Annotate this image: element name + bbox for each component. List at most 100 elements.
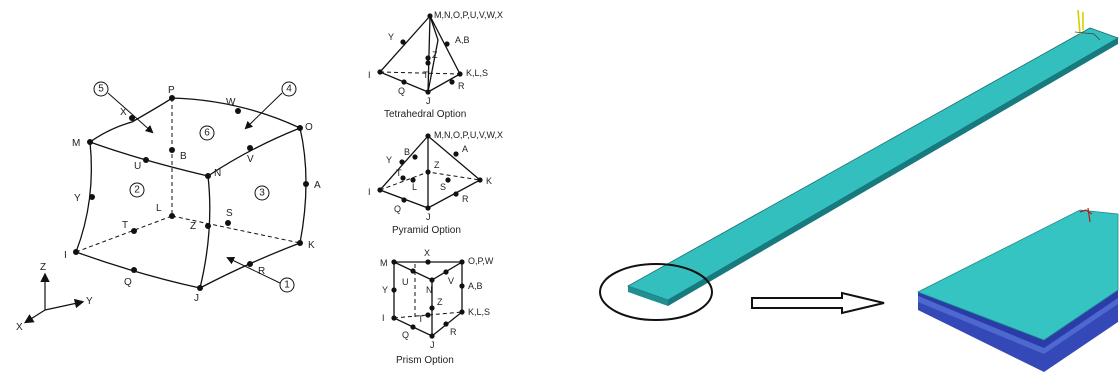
tetrahedral-option: M,N,O,P,U,V,W,X Y A,B Z I T K,L,S R Q J …	[368, 10, 503, 120]
label-t: T	[122, 220, 128, 231]
label-x: X	[120, 107, 127, 118]
label-v: V	[247, 154, 254, 165]
svg-text:6: 6	[204, 128, 210, 139]
axis-z-label: Z	[40, 262, 46, 273]
prism-label-y: Y	[382, 285, 388, 295]
node-x	[129, 115, 135, 121]
node-v	[247, 145, 253, 151]
pyr-label-top: M,N,O,P,U,V,W,X	[434, 130, 503, 140]
node-b	[169, 147, 175, 153]
brick-element: P X W O M U B V N Y A L S T Z I Q J R K …	[16, 81, 321, 333]
zoomed-layered-corner	[917, 207, 1119, 372]
pyr-label-l: L	[412, 182, 417, 192]
node-u	[143, 157, 149, 163]
prism-label-v: V	[448, 276, 454, 286]
prism-label-ab: A,B	[468, 281, 483, 291]
axis-y-label: Y	[86, 296, 93, 307]
svg-text:1: 1	[284, 280, 290, 291]
label-y: Y	[74, 193, 81, 204]
pyr-label-q: Q	[394, 204, 401, 214]
prism-label-m: M	[380, 258, 388, 268]
prism-label-kls: K,L,S	[468, 307, 490, 317]
label-i: I	[64, 250, 67, 261]
coordinate-axes: Z Y X	[16, 262, 93, 333]
svg-text:2: 2	[134, 185, 140, 196]
tet-label-kls: K,L,S	[466, 68, 488, 78]
hollow-arrow-icon	[751, 291, 885, 315]
tet-label-top: M,N,O,P,U,V,W,X	[434, 10, 503, 20]
prism-option: M X O,P,W Y U N V A,B Z I T K,L,S Q R J …	[380, 248, 494, 366]
node-s	[225, 220, 231, 226]
label-r: R	[258, 266, 265, 277]
brick-edge-mid-front	[199, 175, 211, 289]
axis-x-label: X	[16, 322, 23, 333]
brick-edge-top-right	[207, 127, 301, 177]
label-p: P	[168, 85, 175, 96]
pyr-label-k: K	[486, 176, 492, 186]
brick-edge-top-left	[89, 121, 133, 143]
label-k: K	[308, 240, 315, 251]
node-i	[73, 249, 79, 255]
plate-front-face	[628, 286, 668, 306]
label-q: Q	[124, 277, 132, 288]
pyr-caption: Pyramid Option	[392, 225, 461, 236]
face-number-6: 6	[199, 125, 215, 141]
node-n	[205, 173, 211, 179]
node-a	[303, 181, 309, 187]
face-number-1: 1	[226, 256, 295, 293]
label-b: B	[180, 151, 187, 162]
label-u: U	[134, 161, 141, 172]
node-q	[131, 267, 137, 273]
label-w: W	[226, 97, 236, 108]
node-r	[247, 261, 253, 267]
prism-label-i: I	[382, 313, 385, 323]
support-marker-icon	[1077, 9, 1084, 35]
node-m	[87, 139, 93, 145]
prism-label-r: R	[450, 327, 457, 337]
face-number-3: 3	[254, 185, 270, 201]
node-p	[169, 95, 175, 101]
prism-label-j: J	[430, 340, 435, 350]
prism-label-n: N	[426, 285, 433, 295]
face-number-2: 2	[129, 182, 145, 198]
node-l	[169, 213, 175, 219]
node-w	[235, 108, 241, 114]
plate-model	[599, 9, 1119, 372]
tet-caption: Tetrahedral Option	[384, 109, 466, 120]
pyr-label-s: S	[440, 182, 446, 192]
prism-label-q: Q	[402, 330, 409, 340]
pyr-label-r: R	[462, 194, 469, 204]
label-l: L	[156, 203, 162, 214]
label-n: N	[214, 168, 221, 179]
pyr-label-t: T	[396, 168, 402, 178]
brick-edge-top-back	[131, 97, 301, 129]
prism-label-opw: O,P,W	[468, 256, 494, 266]
tet-label-q: Q	[398, 86, 405, 96]
svg-text:3: 3	[259, 188, 265, 199]
tet-label-z: Z	[432, 50, 438, 60]
node-o	[297, 125, 303, 131]
tet-label-y: Y	[388, 32, 394, 42]
pyr-label-a: A	[462, 144, 468, 154]
prism-caption: Prism Option	[396, 355, 454, 366]
pyr-label-b: B	[404, 147, 410, 157]
label-m: M	[72, 138, 80, 149]
pyramid-option: M,N,O,P,U,V,W,X Y B A Z T L S I K Q R J …	[368, 130, 503, 236]
brick-edge-bottom-front	[75, 251, 201, 289]
pyr-label-z: Z	[434, 160, 440, 170]
pyr-label-i: I	[368, 187, 371, 197]
pyr-label-y: Y	[386, 155, 392, 165]
tet-label-t: T	[423, 70, 429, 80]
tet-label-i: I	[368, 70, 371, 80]
node-z	[205, 223, 211, 229]
plate-side-face	[668, 38, 1118, 306]
node-y	[89, 194, 95, 200]
node-t	[131, 228, 137, 234]
prism-label-u: U	[402, 277, 409, 287]
svg-text:4: 4	[286, 84, 292, 95]
brick-hidden-left	[75, 215, 173, 253]
tet-label-r: R	[458, 81, 465, 91]
prism-label-t: T	[418, 314, 424, 324]
node-k	[297, 240, 303, 246]
